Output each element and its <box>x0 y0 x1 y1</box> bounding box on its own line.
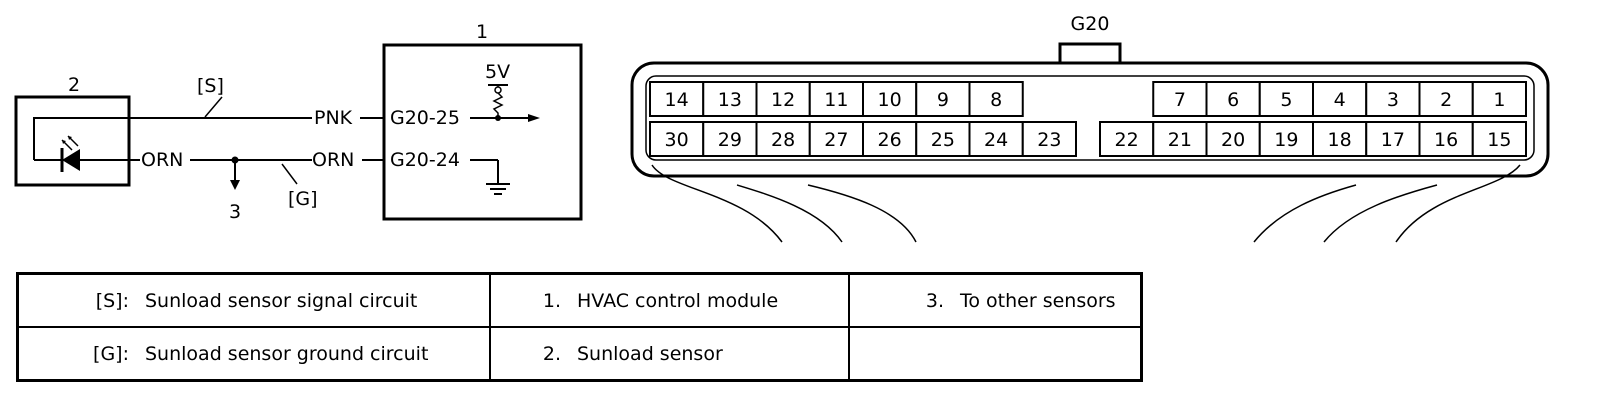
ground-wire-color-module: ORN <box>312 149 354 171</box>
pin-number: 25 <box>931 129 955 151</box>
legend-key: 3. <box>925 289 944 312</box>
pin-cell <box>1471 121 1527 157</box>
legend-cell <box>848 326 1143 382</box>
ground-symbol-icon <box>486 183 510 195</box>
legend-desc: To other sensors <box>960 289 1116 312</box>
pin-cell <box>702 121 758 157</box>
pin-number: 18 <box>1328 129 1352 151</box>
pin-number: 11 <box>824 89 848 111</box>
photodiode-icon <box>62 149 80 171</box>
legend-cell: [S]: Sunload sensor signal circuit <box>16 272 491 328</box>
pin-cell <box>968 121 1024 157</box>
legend-cell: 3. To other sensors <box>848 272 1143 328</box>
legend-cell: 2. Sunload sensor <box>489 326 850 382</box>
legend-desc: Sunload sensor signal circuit <box>145 289 418 312</box>
sensor-number-label: 2 <box>68 74 80 96</box>
pin-number: 3 <box>1387 89 1399 111</box>
signal-wire-color: PNK <box>314 107 353 129</box>
pin-number: 22 <box>1115 129 1139 151</box>
pin-number: 5 <box>1280 89 1292 111</box>
pullup-resistor-icon <box>492 92 504 118</box>
other-sensors-number: 3 <box>229 201 241 223</box>
pin-cell <box>649 121 705 157</box>
pin-cell <box>915 121 971 157</box>
pin-number: 24 <box>984 129 1008 151</box>
pin-number: 23 <box>1037 129 1061 151</box>
module-number-label: 1 <box>476 21 488 43</box>
legend-desc: Sunload sensor ground circuit <box>145 342 429 365</box>
pin-cell <box>1418 81 1474 117</box>
pin-cell <box>1205 81 1261 117</box>
pin-number: 14 <box>665 89 689 111</box>
pin-number: 21 <box>1168 129 1192 151</box>
supply-terminal-icon <box>494 86 502 94</box>
legend-row: [G]: Sunload sensor ground circuit 2. Sunl… <box>16 326 1143 382</box>
pin-cell <box>702 81 758 117</box>
pin-cell <box>1258 81 1314 117</box>
light-arrows-icon <box>61 135 79 151</box>
sunload-sensor: 2 <box>14 74 131 187</box>
pin-number: 17 <box>1381 129 1405 151</box>
ground-wire-color-sensor: ORN <box>141 149 183 171</box>
arrow-right-icon <box>528 114 540 122</box>
reference-voltage-label: 5V <box>485 61 510 83</box>
pin-cell <box>1418 121 1474 157</box>
arrow-down-icon <box>230 180 240 190</box>
ground-circuit-tag: [G] <box>288 188 318 210</box>
legend-cell: [G]: Sunload sensor ground circuit <box>16 326 491 382</box>
pin-number: 12 <box>771 89 795 111</box>
pin-number: 27 <box>824 129 848 151</box>
pin-cell <box>755 121 811 157</box>
connector-latch <box>1058 42 1122 65</box>
pin-cell <box>808 81 864 117</box>
pin-number: 10 <box>878 89 902 111</box>
pin-number: 16 <box>1434 129 1458 151</box>
pin-cell <box>1471 81 1527 117</box>
pin-number: 6 <box>1227 89 1239 111</box>
legend-key: 2. <box>542 342 561 365</box>
pin-number: 28 <box>771 129 795 151</box>
pin-number: 19 <box>1274 129 1298 151</box>
pin-number: 7 <box>1174 89 1186 111</box>
pin-cell <box>968 81 1024 117</box>
pin-number: 20 <box>1221 129 1245 151</box>
legend-row: [S]: Sunload sensor signal circuit 1. HVAC… <box>16 272 1143 328</box>
legend-key: [S]: <box>95 289 129 312</box>
legend-desc: HVAC control module <box>577 289 779 312</box>
pin-number: 29 <box>718 129 742 151</box>
pin-cell <box>915 81 971 117</box>
pin-cell <box>1021 121 1077 157</box>
pin-number: 13 <box>718 89 742 111</box>
connector-name: G20 <box>1071 13 1110 35</box>
signal-circuit-tag: [S] <box>197 75 224 97</box>
pin-cell <box>1205 121 1261 157</box>
pin-number: 30 <box>665 129 689 151</box>
pin-cell <box>862 121 918 157</box>
pin-cell <box>755 81 811 117</box>
harness-wires <box>651 164 1521 243</box>
pin-cell <box>1312 121 1368 157</box>
pin-cell <box>808 121 864 157</box>
pin-number: 1 <box>1493 89 1505 111</box>
signal-pin-label: G20-25 <box>390 107 460 129</box>
legend-cell: 1. HVAC control module <box>489 272 850 328</box>
pin-number: 9 <box>937 89 949 111</box>
pin-cell <box>1365 81 1421 117</box>
pin-number: 2 <box>1440 89 1452 111</box>
pin-number: 15 <box>1487 129 1511 151</box>
pin-number: 26 <box>878 129 902 151</box>
pin-cell <box>649 81 705 117</box>
pin-number: 4 <box>1334 89 1346 111</box>
ground-pin-label: G20-24 <box>390 149 460 171</box>
legend-table: [S]: Sunload sensor signal circuit 1. HVAC… <box>16 272 1143 382</box>
legend-desc: Sunload sensor <box>577 342 723 365</box>
legend-key: 1. <box>542 289 561 312</box>
legend-key: [G]: <box>93 342 129 365</box>
pin-number: 8 <box>990 89 1002 111</box>
hvac-control-module: 1 G20-25 G20-24 5V <box>382 21 583 221</box>
